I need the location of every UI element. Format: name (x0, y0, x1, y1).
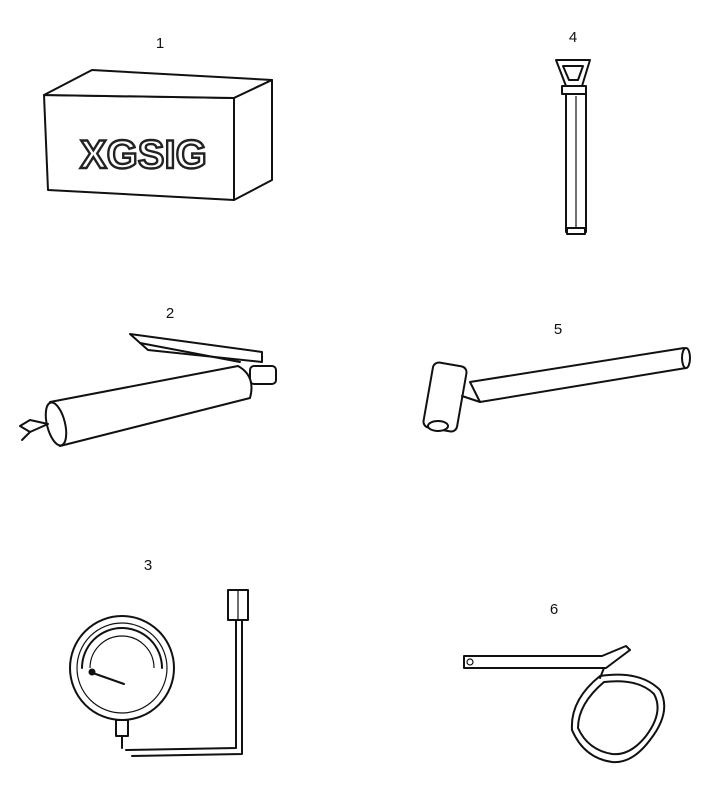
item-5-number: 5 (554, 321, 562, 338)
item-2-grease-gun: 2 (19, 305, 277, 447)
item-2-number: 2 (166, 305, 174, 322)
item-3-pressure-gauge: 3 (69, 557, 249, 757)
item-4-pin: 4 (555, 29, 591, 235)
item-1-box: 1 XGSIG (43, 35, 273, 201)
item-4-number: 4 (569, 29, 577, 46)
item-1-box-text: XGSIG (80, 133, 207, 177)
item-5-t-wrench: 5 (422, 321, 691, 433)
item-3-number: 3 (144, 557, 152, 574)
item-6-strap-wrench: 6 (463, 601, 666, 764)
item-6-number: 6 (550, 601, 558, 618)
item-1-number: 1 (156, 35, 164, 52)
